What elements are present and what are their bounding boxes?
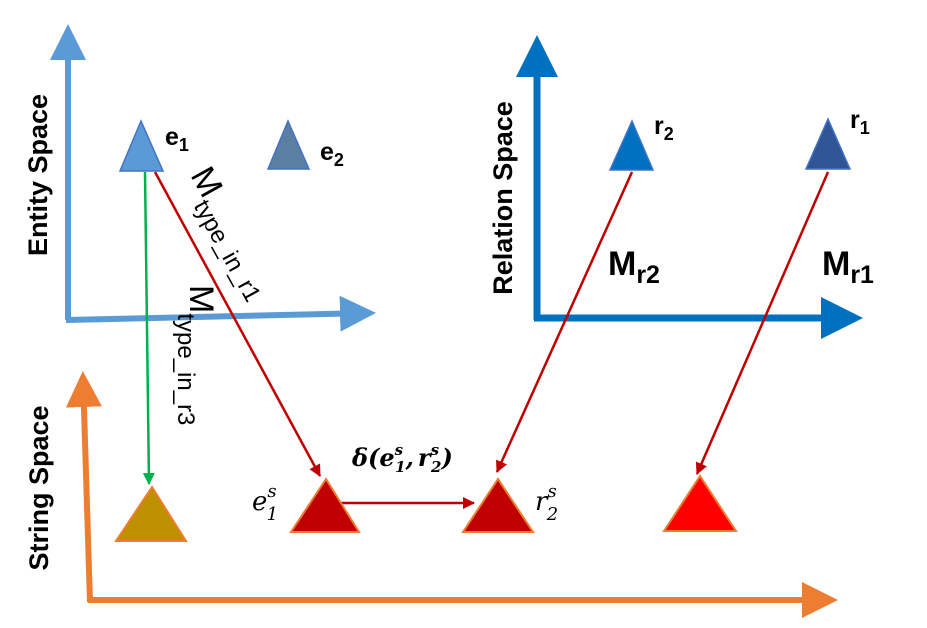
entity-x-axis xyxy=(65,295,376,332)
m-r1-label: Mr1 xyxy=(822,245,874,289)
entity-axes: Entity Space xyxy=(23,24,376,332)
string-space-label: String Space xyxy=(24,405,54,570)
m-r2-label: Mr2 xyxy=(608,245,660,289)
r1-triangle xyxy=(804,117,852,170)
e1-label: e1 xyxy=(165,123,189,155)
e1-triangle xyxy=(118,119,165,172)
e2-triangle xyxy=(266,119,311,170)
mapping-arrows xyxy=(142,171,830,509)
arrow-r2-to-r2s xyxy=(495,171,634,473)
r2-label: r2 xyxy=(654,112,674,144)
r2-triangle xyxy=(608,119,655,171)
arrow-e1-to-olive xyxy=(142,171,155,485)
relation-space-label: Relation Space xyxy=(488,101,518,295)
r2s-triangle xyxy=(461,477,535,533)
relation-axes: Relation Space xyxy=(488,35,863,339)
string-axes: String Space xyxy=(24,371,838,618)
m-type-in-r3-label: Mtype_in_r3 xyxy=(172,285,220,425)
relation-nodes: r2 r1 xyxy=(608,106,870,171)
string-y-axis xyxy=(65,371,102,603)
entity-space-label: Entity Space xyxy=(23,94,53,256)
string-red-triangle xyxy=(662,474,738,532)
entity-nodes: e1 e2 xyxy=(118,119,344,172)
r1-label: r1 xyxy=(850,106,870,138)
arrow-e1-to-e1s xyxy=(153,171,322,477)
e1s-triangle xyxy=(289,477,361,533)
string-olive-triangle xyxy=(114,485,188,542)
arrow-r1-to-string xyxy=(695,171,830,475)
e2-label: e2 xyxy=(320,138,344,170)
